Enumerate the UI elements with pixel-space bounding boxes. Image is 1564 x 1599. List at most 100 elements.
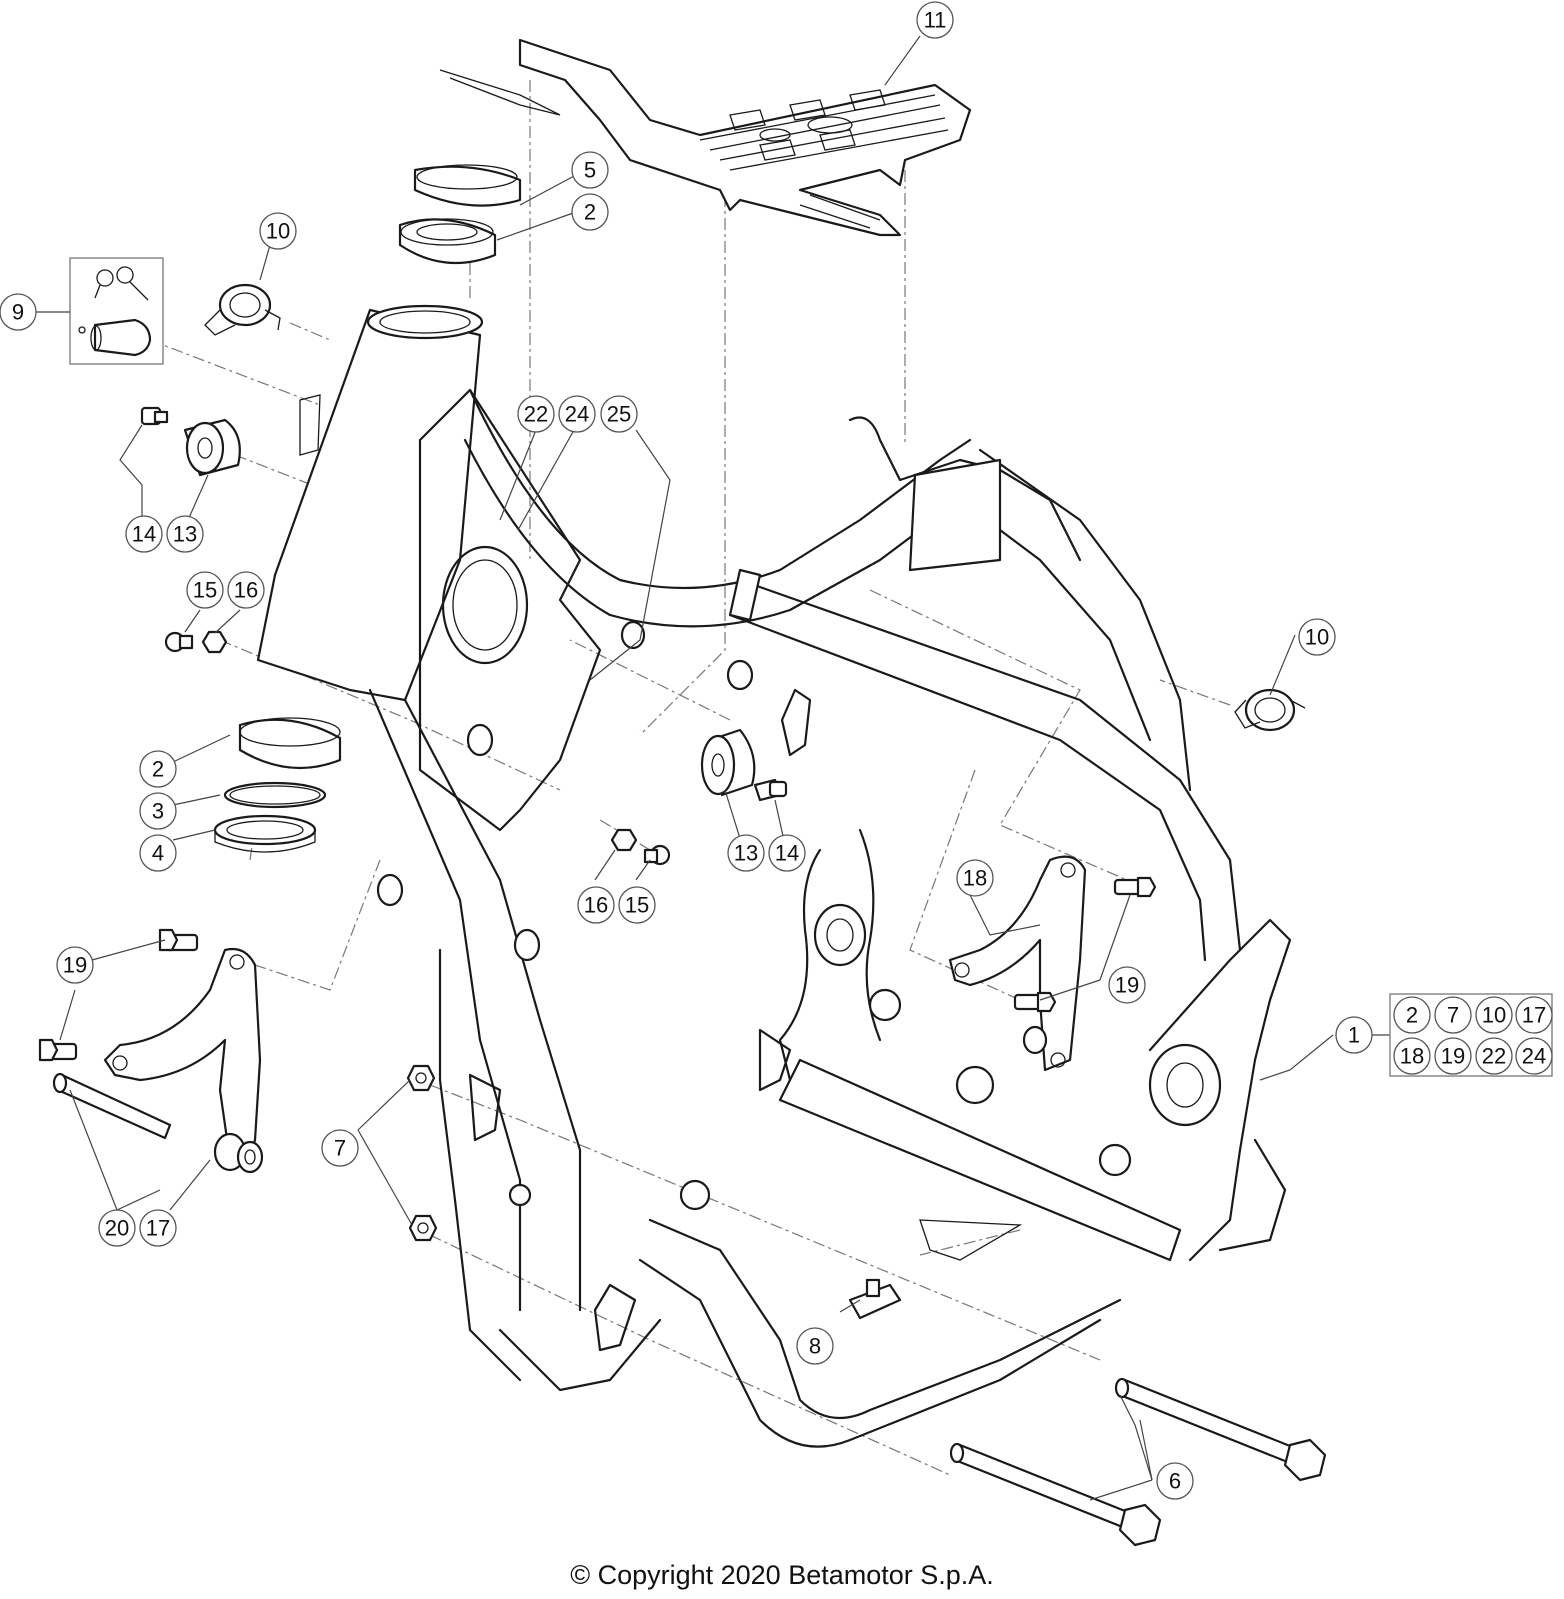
upper-seal-part	[413, 164, 522, 207]
callout-2-upper: 2	[571, 193, 609, 231]
callout-25: 25	[600, 395, 638, 433]
svg-text:10: 10	[266, 219, 290, 244]
callout-18: 18	[956, 859, 994, 897]
skid-plate-part	[439, 38, 972, 237]
callout-5: 5	[571, 151, 609, 189]
frame-spacers	[376, 620, 754, 962]
svg-text:16: 16	[234, 578, 258, 603]
copyright-notice: © Copyright 2020 Betamotor S.p.A.	[570, 1560, 994, 1590]
svg-text:20: 20	[105, 1216, 129, 1241]
callout-17: 17	[139, 1209, 177, 1247]
kit-callout-7: 7	[1434, 996, 1472, 1034]
callout-19-right: 19	[1108, 966, 1146, 1004]
callout-1: 1	[1335, 1016, 1373, 1054]
callout-11: 11	[916, 1, 954, 39]
svg-text:3: 3	[152, 799, 164, 824]
steering-head-tube	[256, 304, 484, 702]
svg-text:16: 16	[584, 893, 608, 918]
callout-4: 4	[139, 834, 177, 872]
svg-text:15: 15	[625, 893, 649, 918]
bolts-right	[1013, 876, 1157, 1055]
callout-15-upper: 15	[186, 571, 224, 609]
svg-text:18: 18	[1400, 1044, 1424, 1069]
lower-seal-part	[213, 814, 317, 853]
svg-text:2: 2	[1406, 1003, 1418, 1028]
callout-10-right: 10	[1298, 618, 1336, 656]
svg-text:7: 7	[334, 1136, 346, 1161]
svg-text:17: 17	[146, 1216, 170, 1241]
kit-callout-10: 10	[1475, 996, 1513, 1034]
svg-text:6: 6	[1169, 1469, 1181, 1494]
callout-6: 6	[1156, 1462, 1194, 1500]
upper-bearing-part	[398, 218, 497, 265]
svg-text:2: 2	[584, 200, 596, 225]
svg-text:11: 11	[924, 8, 947, 33]
ring-part	[223, 781, 327, 809]
callout-20: 20	[98, 1209, 136, 1247]
callout-7: 7	[321, 1129, 359, 1167]
kit-callout-2: 2	[1393, 996, 1431, 1034]
svg-text:4: 4	[152, 841, 164, 866]
callout-2-lower: 2	[139, 750, 177, 788]
svg-text:24: 24	[565, 402, 589, 427]
engine-bracket-left	[103, 947, 262, 1162]
svg-text:8: 8	[809, 1334, 821, 1359]
svg-text:1: 1	[1348, 1023, 1360, 1048]
long-bolts-part-6	[949, 1377, 1327, 1547]
leader-lines	[36, 35, 1390, 1501]
callout-8: 8	[796, 1327, 834, 1365]
kit-callout-24: 24	[1515, 1037, 1553, 1075]
callout-13-upper: 13	[166, 515, 204, 553]
clip-nut-part	[848, 1219, 1023, 1320]
callout-14-upper: 14	[125, 515, 163, 553]
bolt-upper-left	[158, 928, 199, 952]
svg-text:17: 17	[1522, 1003, 1546, 1028]
main-frame	[368, 388, 1292, 1448]
svg-text:7: 7	[1447, 1003, 1459, 1028]
callout-24: 24	[558, 395, 596, 433]
svg-text:24: 24	[1522, 1044, 1546, 1069]
callout-3: 3	[139, 792, 177, 830]
nut-screw-middle	[610, 828, 671, 866]
kit-callout-22: 22	[1475, 1037, 1513, 1075]
spacer-middle	[700, 728, 756, 797]
kit-callout-19: 19	[1434, 1037, 1472, 1075]
callout-22: 22	[517, 395, 555, 433]
callout-15-middle: 15	[618, 886, 656, 924]
svg-text:14: 14	[775, 841, 799, 866]
svg-text:22: 22	[524, 402, 548, 427]
lower-bearing-part	[238, 717, 342, 770]
svg-text:15: 15	[193, 578, 217, 603]
svg-text:19: 19	[1441, 1044, 1465, 1069]
svg-text:2: 2	[152, 757, 164, 782]
screw-middle	[753, 778, 788, 802]
callout-13-middle: 13	[727, 834, 765, 872]
svg-text:19: 19	[1115, 973, 1139, 998]
clamp-right-part	[1234, 688, 1306, 732]
bolt-mid-left	[38, 1038, 78, 1062]
svg-text:25: 25	[607, 402, 631, 427]
clamp-left-part	[204, 283, 281, 336]
callout-16-upper: 16	[227, 571, 265, 609]
screw-upper-left	[140, 406, 169, 426]
svg-text:14: 14	[132, 522, 156, 547]
spacer-upper-left	[183, 418, 241, 477]
long-bolt-left	[52, 1072, 172, 1140]
callout-10-left: 10	[259, 212, 297, 250]
kit-callout-18: 18	[1393, 1037, 1431, 1075]
svg-text:10: 10	[1482, 1003, 1506, 1028]
svg-text:13: 13	[734, 841, 758, 866]
callout-14-middle: 14	[768, 834, 806, 872]
nuts-part-7	[406, 1064, 438, 1242]
svg-text:19: 19	[63, 953, 87, 978]
assembly-lead-lines	[149, 80, 1231, 1476]
screw-nut-upper-left	[164, 630, 228, 654]
kit-callout-17: 17	[1515, 996, 1553, 1034]
engine-bracket-right	[948, 855, 1087, 1072]
bushing-left	[213, 1132, 264, 1174]
callout-9: 9	[0, 293, 37, 331]
svg-text:10: 10	[1305, 625, 1329, 650]
svg-text:22: 22	[1482, 1044, 1506, 1069]
svg-text:18: 18	[963, 866, 987, 891]
